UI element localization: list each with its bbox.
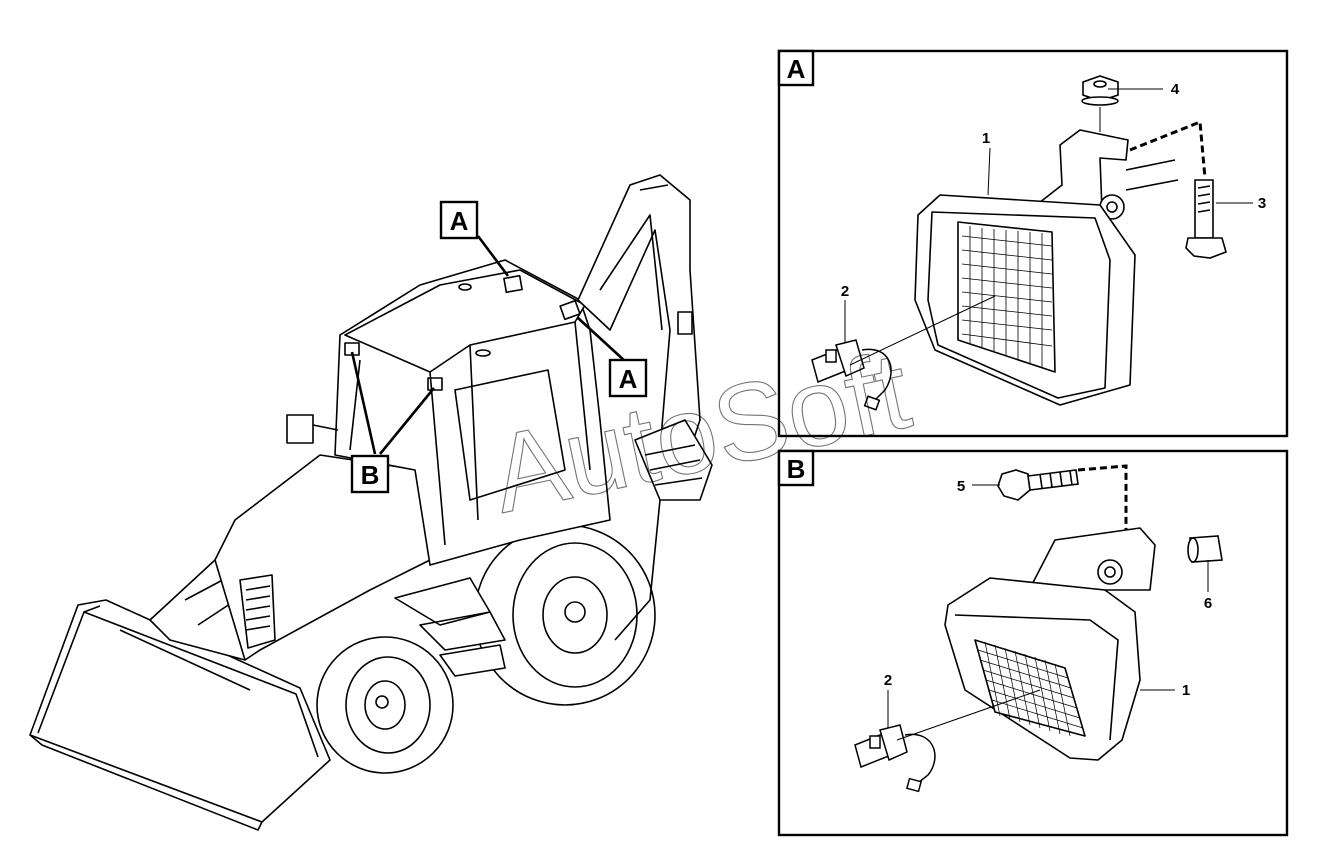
part-number-6: 6 xyxy=(1204,595,1212,612)
svg-text:A: A xyxy=(619,364,638,394)
machine-lamp-b-right xyxy=(427,377,443,391)
part-number-4: 4 xyxy=(1171,81,1180,98)
cab-steps xyxy=(394,577,506,677)
panel-a-leaders xyxy=(844,88,1253,366)
part-number-2: 2 xyxy=(841,283,849,300)
bolt-part-3 xyxy=(1185,179,1227,259)
part-number-1: 1 xyxy=(982,130,990,147)
part-number-1-b: 1 xyxy=(1182,682,1190,699)
part-number-2-b: 2 xyxy=(884,672,892,689)
svg-text:B: B xyxy=(361,460,380,490)
bolt-alignment-dashes xyxy=(1129,119,1207,179)
machine-lamp-a-right xyxy=(559,299,581,321)
lamp-grille-b xyxy=(977,641,1084,737)
panel-b-leaders xyxy=(887,484,1209,741)
panel-b-title: B xyxy=(787,454,806,484)
svg-text:A: A xyxy=(450,206,469,236)
callout-a-top: A xyxy=(439,200,479,240)
spacer-part-6 xyxy=(1187,535,1223,563)
callout-b: B xyxy=(350,454,390,494)
side-mirror xyxy=(286,414,314,444)
bulb-part-2 xyxy=(811,339,892,411)
rear-wheel xyxy=(474,524,656,706)
front-wheel xyxy=(316,636,454,774)
bolt-alignment-dashes-b xyxy=(1077,464,1128,540)
detail-panel-b: B xyxy=(777,449,1289,837)
callout-leaders xyxy=(350,235,627,455)
bolt-part-5 xyxy=(997,469,1079,501)
nut-part-4 xyxy=(1081,75,1119,106)
part-number-5: 5 xyxy=(957,478,965,495)
panel-a-title: A xyxy=(787,54,806,84)
detail-panel-a: A xyxy=(777,49,1289,438)
machine-lamp-a-top xyxy=(503,274,523,294)
bulb-part-2-b xyxy=(854,724,936,793)
lamp-grille-a xyxy=(961,226,1053,367)
backhoe-loader-illustration xyxy=(29,174,713,831)
callout-a-right: A xyxy=(608,358,648,398)
part-number-3: 3 xyxy=(1258,195,1266,212)
